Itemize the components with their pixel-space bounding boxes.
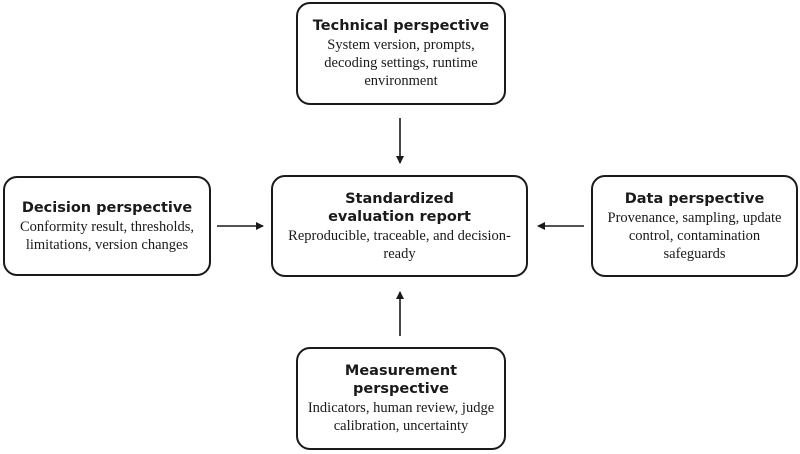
evaluation-report-description: Reproducible, traceable, and decision-re… (288, 227, 511, 262)
technical-perspective-box: Technical perspective System version, pr… (296, 2, 506, 105)
evaluation-report-box: Standardized evaluation report Reproduci… (271, 175, 528, 277)
data-perspective-title: Data perspective (624, 190, 765, 207)
data-perspective-box: Data perspective Provenance, sampling, u… (591, 175, 798, 277)
measurement-perspective-description: Indicators, human review, judge calibrat… (307, 400, 495, 434)
technical-perspective-description: System version, prompts, decoding settin… (324, 37, 478, 89)
measurement-perspective-box: Measurement perspective Indicators, huma… (296, 347, 506, 450)
data-perspective-description: Provenance, sampling, update control, co… (607, 209, 782, 262)
decision-perspective-title: Decision perspective (21, 199, 193, 216)
decision-perspective-description: Conformity result, thresholds, limitatio… (20, 218, 194, 253)
technical-perspective-title: Technical perspective (312, 18, 490, 34)
evaluation-report-title: Standardized evaluation report (328, 190, 471, 225)
decision-perspective-box: Decision perspective Conformity result, … (3, 176, 211, 276)
measurement-perspective-title: Measurement perspective (344, 363, 458, 397)
